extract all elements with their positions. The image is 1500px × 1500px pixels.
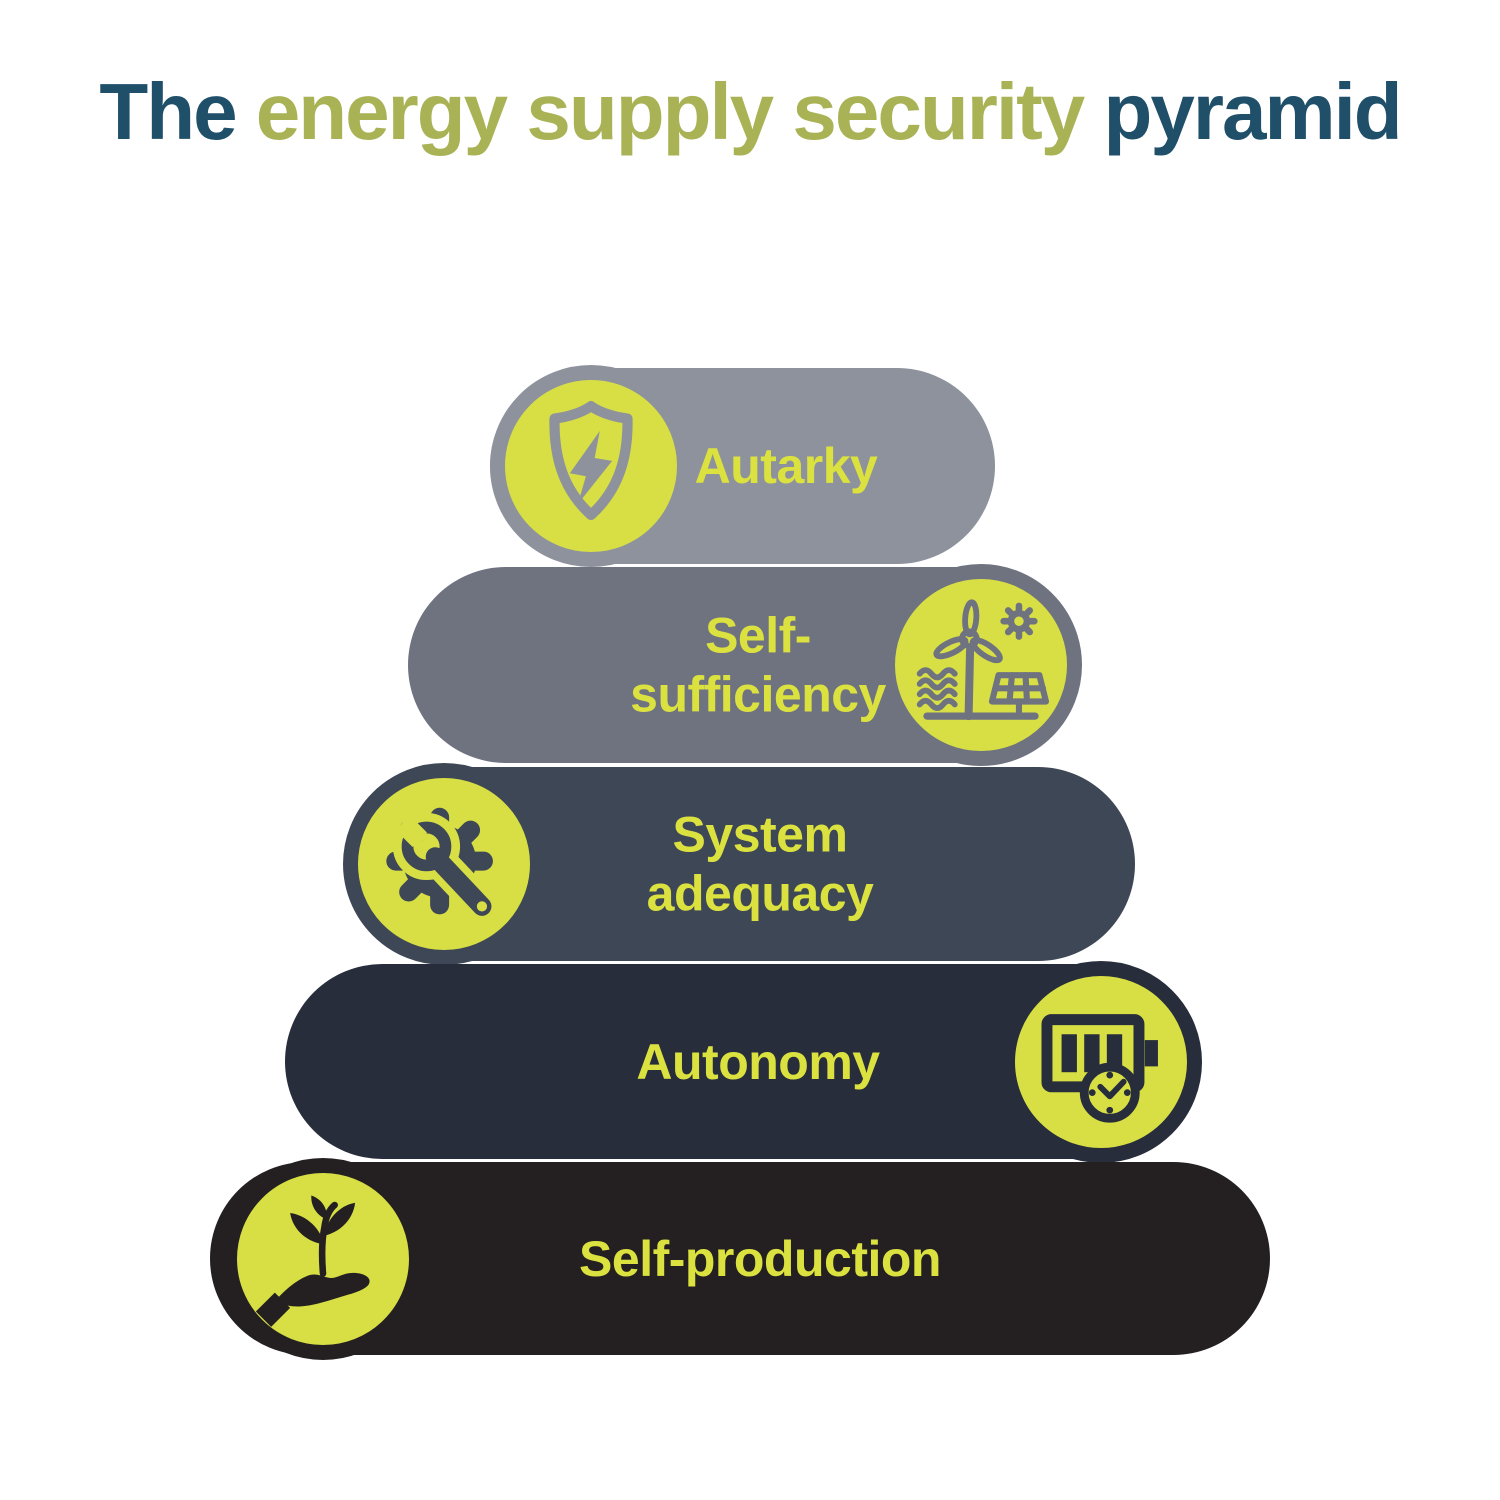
gear-wrench-glyph (386, 807, 499, 924)
hand-plant-glyph (255, 1194, 370, 1327)
pyramid-level-autonomy: Autonomy (285, 960, 1202, 1163)
shield-bolt-glyph (549, 401, 633, 521)
page-title: The energy supply security pyramid (0, 68, 1500, 156)
gear-wrench-icon (343, 763, 545, 965)
level-label: Self-production (579, 1230, 941, 1287)
level-label: Autarky (694, 437, 878, 494)
title-suffix: pyramid (1083, 67, 1402, 156)
hand-plant-icon (222, 1157, 424, 1360)
title-prefix: The (99, 67, 256, 156)
renewable-energy-icon (880, 564, 1082, 766)
level-label: Self- sufficiency (630, 607, 886, 723)
shield-bolt-icon (490, 365, 692, 567)
pyramid-level-self-sufficiency: Self- sufficiency (408, 564, 1082, 766)
level-label: Autonomy (636, 1033, 880, 1090)
pyramid-level-autarky: Autarky (490, 365, 995, 567)
renewable-energy-glyph (916, 599, 1050, 721)
pyramid-level-self-production: Self-production (210, 1157, 1270, 1360)
level-label: System adequacy (646, 806, 874, 922)
battery-clock-glyph (1041, 1013, 1158, 1123)
title-highlight: energy supply security (255, 67, 1085, 156)
pyramid-level-system-adequacy: System adequacy (343, 763, 1135, 965)
battery-clock-icon (1000, 960, 1202, 1163)
